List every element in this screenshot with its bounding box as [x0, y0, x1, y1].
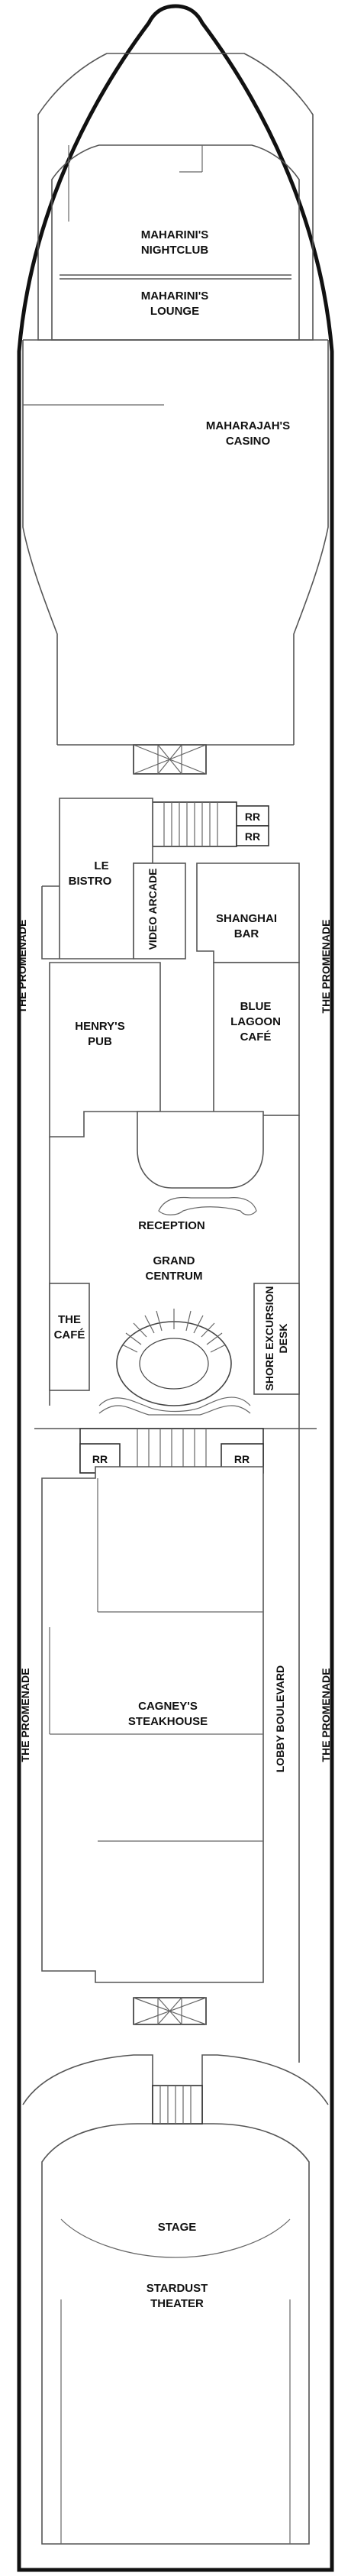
the-cafe-room — [49, 1283, 90, 1391]
svg-text:LAGOON: LAGOON — [230, 1015, 281, 1028]
theater-inner — [41, 2123, 310, 2545]
henrys-pub-room — [49, 962, 161, 1138]
svg-text:BISTRO: BISTRO — [69, 875, 112, 888]
svg-text:LE: LE — [94, 859, 108, 872]
room-label-reception: RECEPTION — [138, 1219, 205, 1232]
forward-venue-inner — [51, 144, 300, 341]
room-label-stardust-theater: STARDUST THEATER — [147, 2282, 208, 2310]
promenade-label-port-aft: THE PROMENADE — [19, 1668, 31, 1762]
svg-text:CAFÉ: CAFÉ — [240, 1031, 272, 1044]
svg-text:THEATER: THEATER — [150, 2297, 204, 2310]
stage-front-edge — [60, 2218, 291, 2258]
svg-text:SHANGHAI: SHANGHAI — [216, 912, 277, 925]
reception-counter — [158, 1196, 257, 1215]
video-arcade-room — [133, 862, 186, 960]
reception-desk-area — [137, 1111, 264, 1189]
svg-text:BLUE: BLUE — [240, 1000, 272, 1013]
blue-lagoon-room — [213, 962, 300, 1116]
promenade-label-starboard-forward: THE PROMENADE — [320, 920, 332, 1014]
svg-text:MAHARINI'S: MAHARINI'S — [141, 290, 209, 303]
restroom-1 — [236, 805, 269, 827]
svg-text:THE: THE — [58, 1313, 81, 1326]
svg-text:NIGHTCLUB: NIGHTCLUB — [141, 244, 208, 257]
svg-text:CAFÉ: CAFÉ — [54, 1328, 85, 1341]
room-label-nightclub: MAHARINI'S NIGHTCLUB — [141, 228, 209, 257]
svg-text:MAHARAJAH'S: MAHARAJAH'S — [206, 419, 290, 432]
room-label-le-bistro: LE BISTRO — [69, 859, 112, 888]
grand-centrum-staircase — [98, 1309, 251, 1416]
restroom-label: RR — [245, 830, 260, 843]
svg-text:CASINO: CASINO — [226, 435, 271, 448]
svg-text:PUB: PUB — [88, 1035, 112, 1048]
room-label-casino: MAHARAJAH'S CASINO — [206, 419, 290, 448]
promenade-label-starboard-aft: THE PROMENADE — [320, 1668, 332, 1762]
room-label-cagneys: CAGNEY'S STEAKHOUSE — [128, 1700, 208, 1728]
casino-lower-wall — [22, 340, 329, 745]
svg-text:DESK: DESK — [277, 1324, 289, 1354]
room-label-henrys-pub: HENRY'S PUB — [75, 1020, 125, 1048]
stage-stairs — [152, 2085, 203, 2125]
promenade-label-port-forward: THE PROMENADE — [16, 920, 28, 1014]
svg-text:GRAND: GRAND — [153, 1254, 195, 1267]
room-label-video-arcade: VIDEO ARCADE — [147, 869, 159, 950]
room-label-the-cafe: THE CAFÉ — [54, 1313, 85, 1341]
shore-excursion-room — [253, 1283, 300, 1395]
room-label-lobby-boulevard: LOBBY BOULEVARD — [274, 1665, 286, 1772]
forward-venue-outline — [37, 53, 314, 341]
restroom-label: RR — [234, 1453, 250, 1465]
svg-text:STARDUST: STARDUST — [147, 2282, 208, 2295]
room-label-lounge: MAHARINI'S LOUNGE — [141, 290, 209, 318]
restroom-2 — [236, 825, 269, 846]
restroom-label: RR — [245, 811, 260, 823]
svg-text:SHORE EXCURSION: SHORE EXCURSION — [263, 1286, 275, 1391]
svg-text:MAHARINI'S: MAHARINI'S — [141, 228, 209, 241]
restroom-label: RR — [92, 1453, 108, 1465]
room-label-shore-excursion: SHORE EXCURSION DESK — [263, 1286, 289, 1391]
svg-text:LOUNGE: LOUNGE — [150, 305, 199, 318]
room-label-shanghai-bar: SHANGHAI BAR — [216, 912, 277, 940]
svg-text:CENTRUM: CENTRUM — [146, 1270, 203, 1283]
room-label-grand-centrum: GRAND CENTRUM — [146, 1254, 203, 1283]
svg-text:STEAKHOUSE: STEAKHOUSE — [128, 1715, 208, 1728]
svg-text:HENRY'S: HENRY'S — [75, 1020, 125, 1033]
room-label-stage: STAGE — [158, 2221, 197, 2234]
room-label-blue-lagoon: BLUE LAGOON CAFÉ — [230, 1000, 281, 1044]
svg-text:BAR: BAR — [234, 927, 259, 940]
svg-text:CAGNEY'S: CAGNEY'S — [138, 1700, 198, 1713]
